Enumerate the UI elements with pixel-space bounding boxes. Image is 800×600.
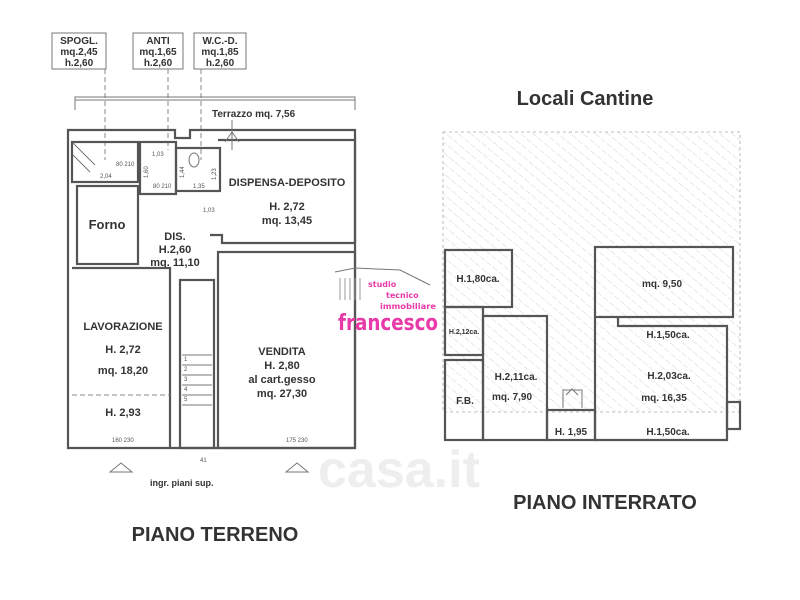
label: H.1,50ca.	[646, 427, 690, 438]
label: H.2,03ca.	[647, 371, 691, 382]
label: mq.1,85	[201, 47, 239, 58]
label: mq. 27,30	[257, 388, 307, 400]
room-vendita	[216, 250, 357, 450]
basement-title: PIANO INTERRATO	[513, 492, 697, 514]
label: Terrazzo mq. 7,56	[212, 109, 296, 120]
label: ingr. piani sup.	[150, 478, 214, 488]
label: DISPENSA-DEPOSITO	[229, 177, 346, 189]
label: h.2,60	[206, 58, 235, 69]
stair-arrow-icon	[562, 388, 583, 408]
label: h.2,60	[144, 58, 173, 69]
label: H.2,12ca.	[449, 329, 479, 336]
label: 1,03	[152, 152, 164, 158]
label: 3	[184, 377, 188, 383]
stairwell	[178, 278, 216, 450]
terrace: Terrazzo mq. 7,56	[74, 96, 356, 120]
label: mq. 7,90	[492, 392, 532, 403]
label: H.2,60	[159, 244, 191, 256]
label: mq. 16,35	[641, 393, 687, 404]
label: 4	[184, 387, 188, 393]
label: 1,03	[203, 208, 215, 214]
label: mq.2,45	[60, 47, 98, 58]
room-wc	[174, 146, 222, 193]
studio-logo: studio tecnico immobiliare francesco	[334, 267, 438, 336]
label: 41	[200, 458, 207, 464]
label: 1,35	[193, 184, 205, 190]
label: SPOGL.	[60, 36, 98, 47]
entrance-arrow-icon	[108, 462, 134, 473]
label: 2	[184, 367, 188, 373]
dimension-label: 1,23	[212, 168, 218, 180]
label: 175 230	[286, 438, 308, 444]
label: W.C.-D.	[203, 36, 238, 47]
label: mq. 13,45	[262, 215, 312, 227]
label: mq. 11,10	[150, 257, 200, 269]
stair-arrow-icon	[224, 120, 240, 150]
label: H.1,50ca.	[646, 330, 690, 341]
label: 2,04	[100, 174, 112, 180]
label: immobiliare	[380, 302, 437, 311]
label: 80 210	[153, 184, 172, 190]
room-spogl	[70, 140, 140, 184]
basement-room	[593, 245, 735, 319]
toilet-icon	[188, 152, 200, 168]
basement-heading: Locali Cantine	[517, 88, 654, 110]
callout-spogl: SPOGL. mq.2,45 h.2,60	[51, 32, 107, 160]
label: studio	[368, 280, 397, 289]
stair-steps: 1 2 3 4 5	[182, 354, 212, 406]
label: H. 2,72	[105, 344, 140, 356]
label: H. 1,95	[555, 427, 588, 438]
label: mq. 18,20	[98, 365, 148, 377]
label: 80 210	[116, 162, 135, 168]
label: H.2,11ca.	[495, 372, 538, 383]
label: H. 2,80	[264, 360, 299, 372]
label: 160 230	[112, 438, 134, 444]
label: H.1,80ca.	[456, 274, 500, 285]
label: h.2,60	[65, 58, 94, 69]
entrance-arrow-icon	[284, 462, 310, 473]
label: LAVORAZIONE	[83, 321, 162, 333]
label: tecnico	[386, 291, 419, 300]
label: ANTI	[146, 36, 170, 47]
label: 1	[184, 357, 188, 363]
room-dispensa	[210, 138, 357, 245]
ground-floor-title: PIANO TERRENO	[132, 524, 299, 546]
callout-wc: W.C.-D. mq.1,85 h.2,60	[193, 32, 247, 160]
label: al cart.gesso	[248, 374, 316, 386]
label: francesco	[338, 311, 438, 336]
watermark: casa.it	[318, 441, 480, 499]
label: H. 2,72	[269, 201, 304, 213]
dimension-label: 1,60	[144, 166, 150, 178]
basement: Locali Cantine H.1,80ca. H.2,12ca. F.B. …	[442, 88, 742, 514]
outer-wall	[66, 128, 357, 450]
label: mq.1,65	[139, 47, 177, 58]
basement-room	[481, 314, 549, 442]
dimension-label: 1,44	[180, 166, 186, 178]
label: Forno	[89, 217, 126, 232]
label: DIS.	[164, 231, 185, 243]
callout-anti: ANTI mq.1,65 h.2,60	[132, 32, 184, 150]
room-lavorazione	[72, 266, 172, 448]
basement-room	[593, 317, 729, 442]
label: 5	[184, 397, 188, 403]
label: H. 2,93	[105, 407, 140, 419]
hatched-area	[442, 131, 741, 413]
label: VENDITA	[258, 346, 306, 358]
label: F.B.	[456, 396, 474, 407]
room-forno	[75, 184, 140, 266]
ground-floor: SPOGL. mq.2,45 h.2,60 ANTI mq.1,65 h.2,6…	[51, 32, 357, 546]
label: mq. 9,50	[642, 279, 682, 290]
